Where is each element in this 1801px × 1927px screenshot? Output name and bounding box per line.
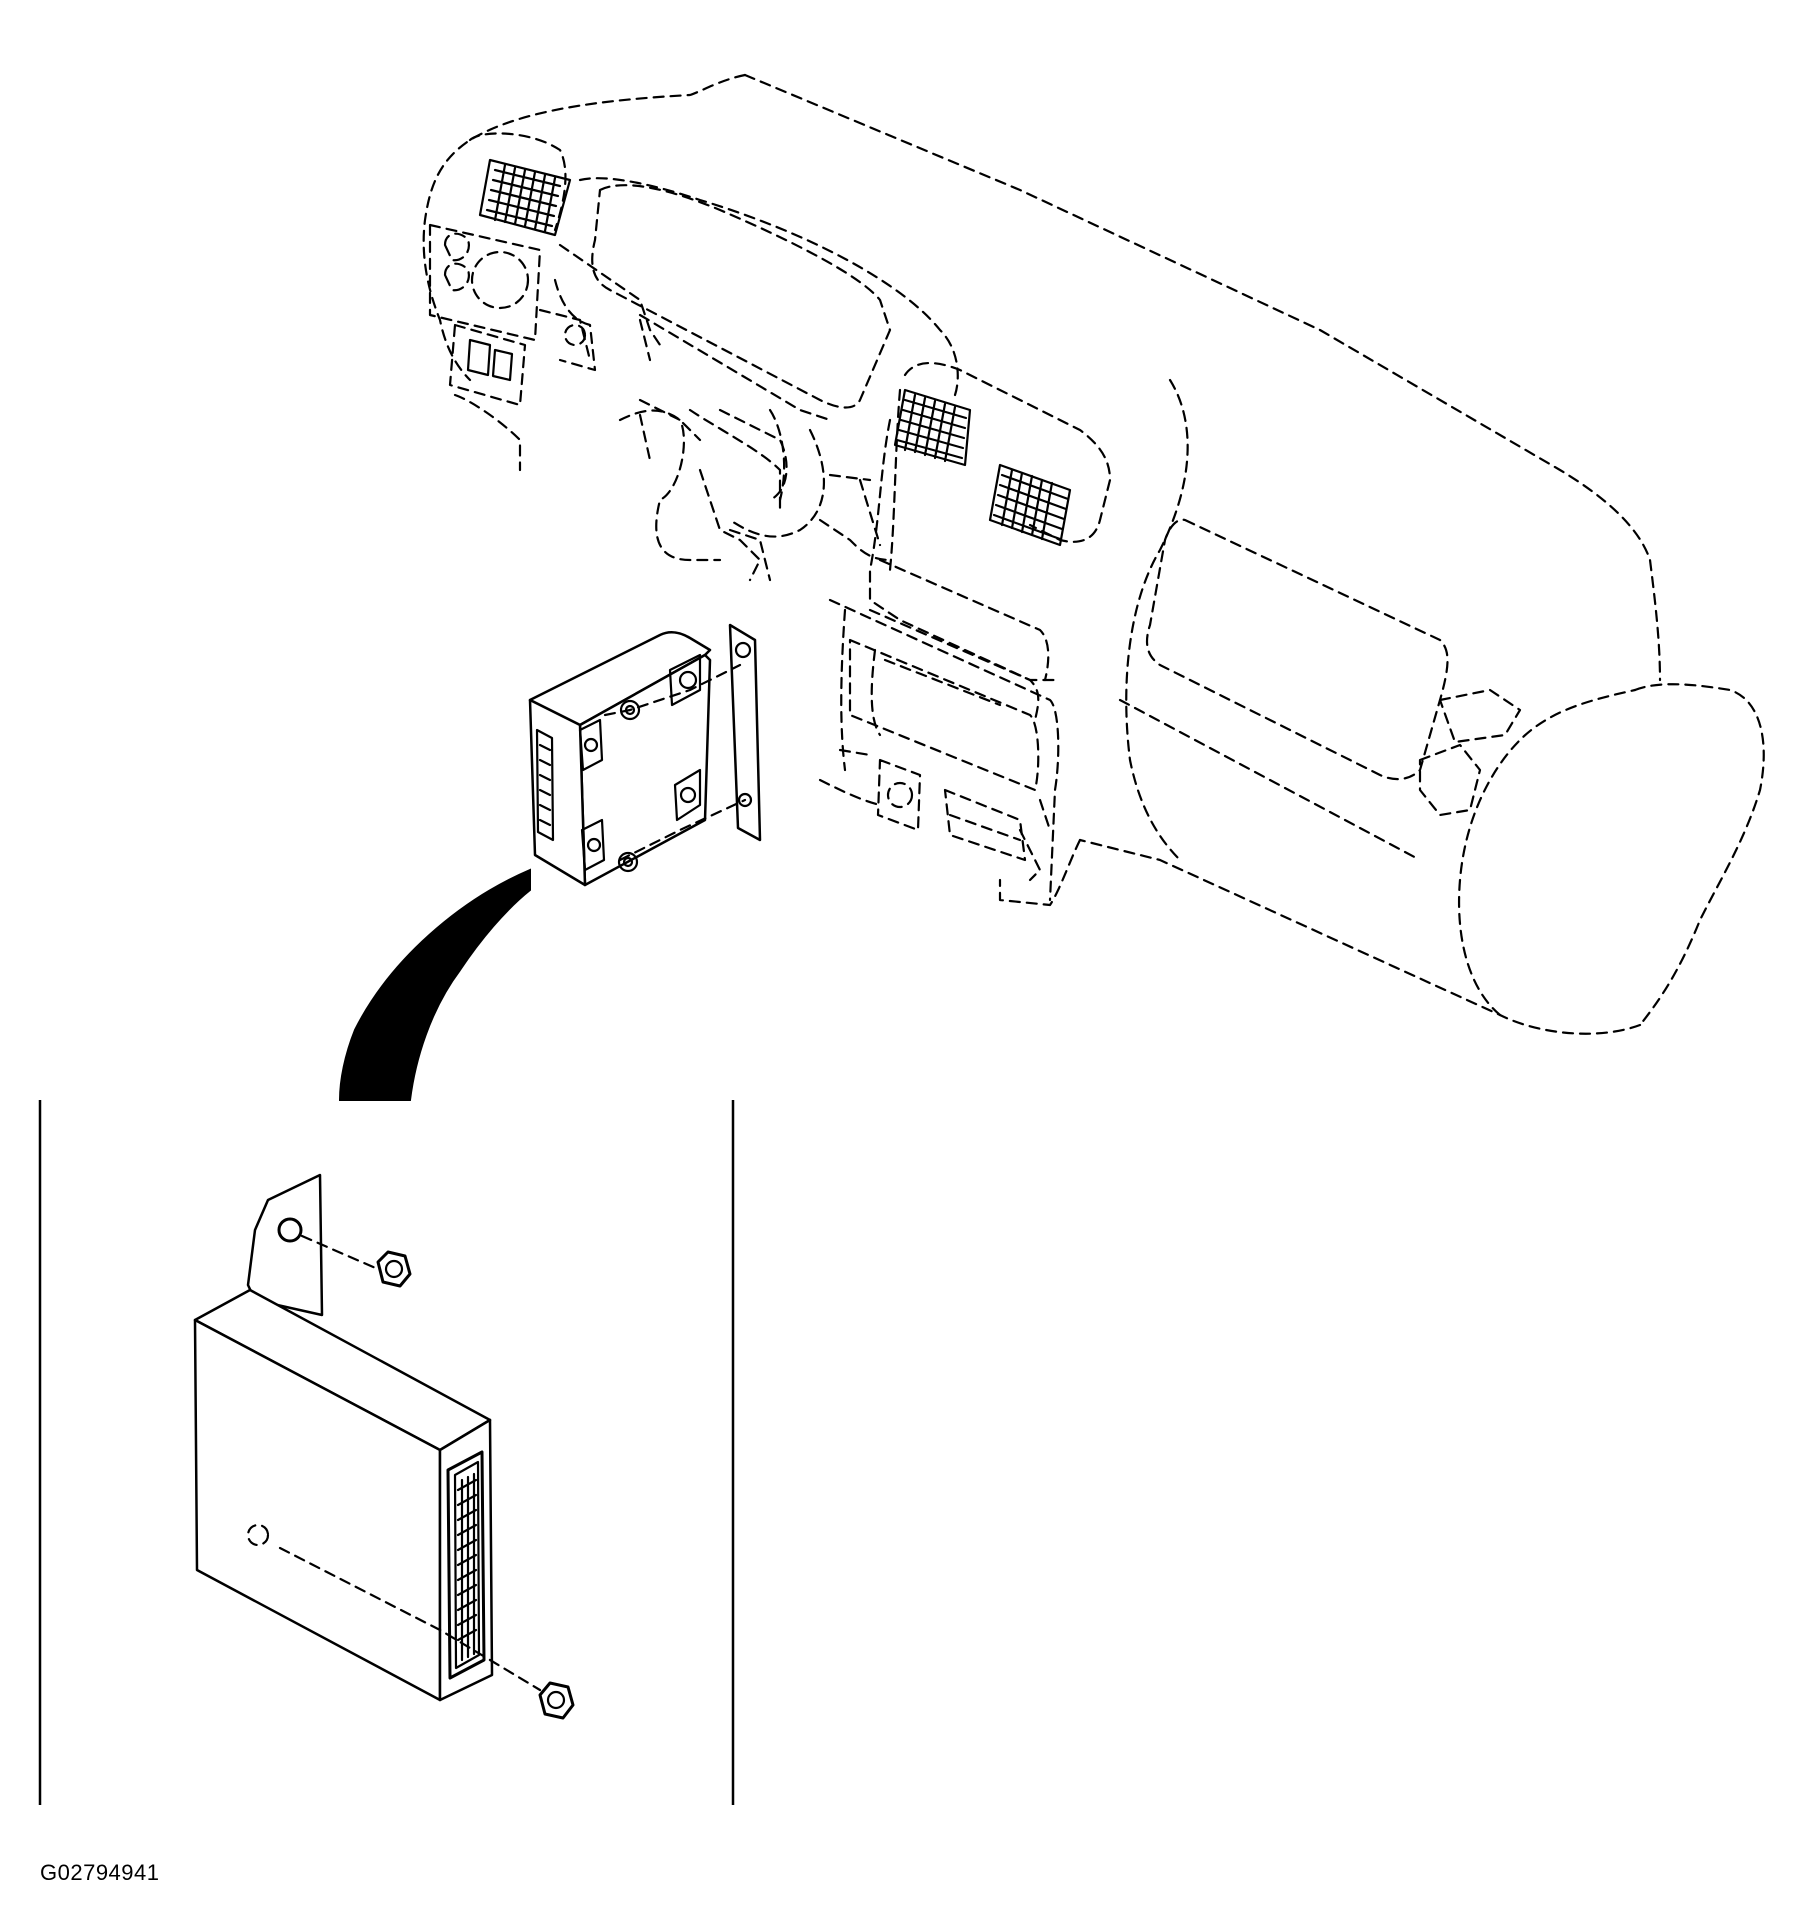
module-installed-view xyxy=(528,623,762,887)
nut-lower-large xyxy=(538,1681,575,1720)
nut-lower-small xyxy=(617,851,639,873)
module-connector-pins-large xyxy=(456,1472,478,1662)
nut-upper-large xyxy=(376,1250,412,1288)
center-vent-left-grille xyxy=(895,393,968,463)
nut-upper-small xyxy=(619,699,641,721)
module-detail-view xyxy=(193,1173,575,1720)
left-vent-grille xyxy=(485,163,562,233)
module-connector-pins-small xyxy=(538,743,552,827)
callout-arrow xyxy=(338,868,531,1101)
center-vent-right-grille xyxy=(992,468,1070,541)
figure-id-label: G02794941 xyxy=(40,1860,160,1885)
instrument-panel-outline xyxy=(422,73,1765,1035)
